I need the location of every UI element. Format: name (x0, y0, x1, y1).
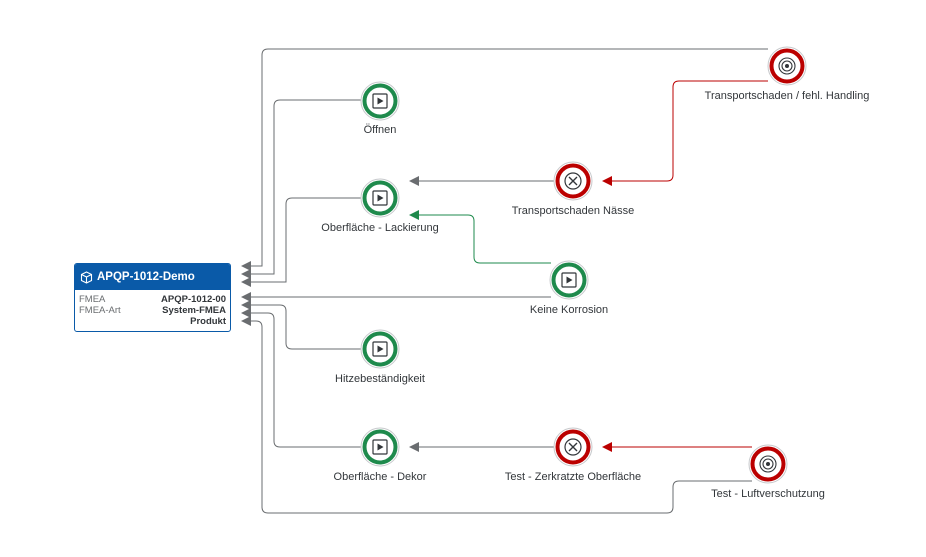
node-handling[interactable]: Transportschaden / fehl. Handling (705, 46, 870, 102)
node-luft[interactable]: Test - Luftverschutzung (711, 444, 825, 500)
target-icon (778, 57, 796, 75)
node-lackierung[interactable]: Oberfläche - Lackierung (321, 178, 439, 234)
play-icon (372, 190, 388, 206)
x-circle-icon (564, 172, 582, 190)
node-label: Transportschaden / fehl. Handling (705, 90, 870, 102)
root-card[interactable]: APQP-1012-Demo FMEA APQP-1012-00 FMEA-Ar… (74, 263, 231, 332)
root-card-header: APQP-1012-Demo (75, 264, 230, 290)
root-card-title: APQP-1012-Demo (97, 271, 195, 283)
edge-hitze-root (241, 300, 361, 350)
card-row-value: APQP-1012-00 (161, 294, 226, 305)
node-label: Öffnen (364, 124, 397, 136)
card-row: FMEA-Art System-FMEA (79, 305, 226, 316)
node-label: Oberfläche - Lackierung (321, 222, 438, 234)
node-korrosion[interactable]: Keine Korrosion (530, 260, 608, 316)
edge-handling-naesse (602, 80, 768, 186)
card-row-value: Produkt (190, 316, 226, 327)
card-row-key: FMEA-Art (79, 305, 121, 316)
node-label: Test - Luftverschutzung (711, 488, 825, 500)
node-dekor[interactable]: Oberfläche - Dekor (334, 427, 427, 483)
card-row: Produkt (79, 316, 226, 327)
card-row: FMEA APQP-1012-00 (79, 294, 226, 305)
card-row-value: System-FMEA (162, 305, 226, 316)
node-label: Transportschaden Nässe (512, 205, 635, 217)
play-icon (372, 439, 388, 455)
play-icon (372, 341, 388, 357)
node-label: Keine Korrosion (530, 304, 608, 316)
card-row-key: FMEA (79, 294, 106, 305)
node-label: Test - Zerkratzte Oberfläche (505, 471, 641, 483)
node-label: Oberfläche - Dekor (334, 471, 427, 483)
node-hitze[interactable]: Hitzebeständigkeit (335, 329, 425, 385)
target-icon (759, 455, 777, 473)
edge-handling-root (241, 48, 768, 271)
node-zerkratzt[interactable]: Test - Zerkratzte Oberfläche (505, 427, 641, 483)
x-circle-icon (564, 438, 582, 456)
edge-dekor-root (241, 308, 361, 448)
play-icon (372, 93, 388, 109)
node-oeffnen[interactable]: Öffnen (360, 81, 400, 136)
node-label: Hitzebeständigkeit (335, 373, 425, 385)
play-icon (561, 272, 577, 288)
edge-korrosion-lackierung (409, 210, 551, 264)
edge-oeffnen-root (241, 99, 361, 279)
edge-lackierung-root (241, 197, 361, 287)
root-card-body: FMEA APQP-1012-00 FMEA-Art System-FMEA P… (75, 290, 230, 327)
node-naesse[interactable]: Transportschaden Nässe (512, 161, 635, 217)
cube-icon (80, 270, 93, 284)
edge-luft-root (241, 316, 752, 514)
